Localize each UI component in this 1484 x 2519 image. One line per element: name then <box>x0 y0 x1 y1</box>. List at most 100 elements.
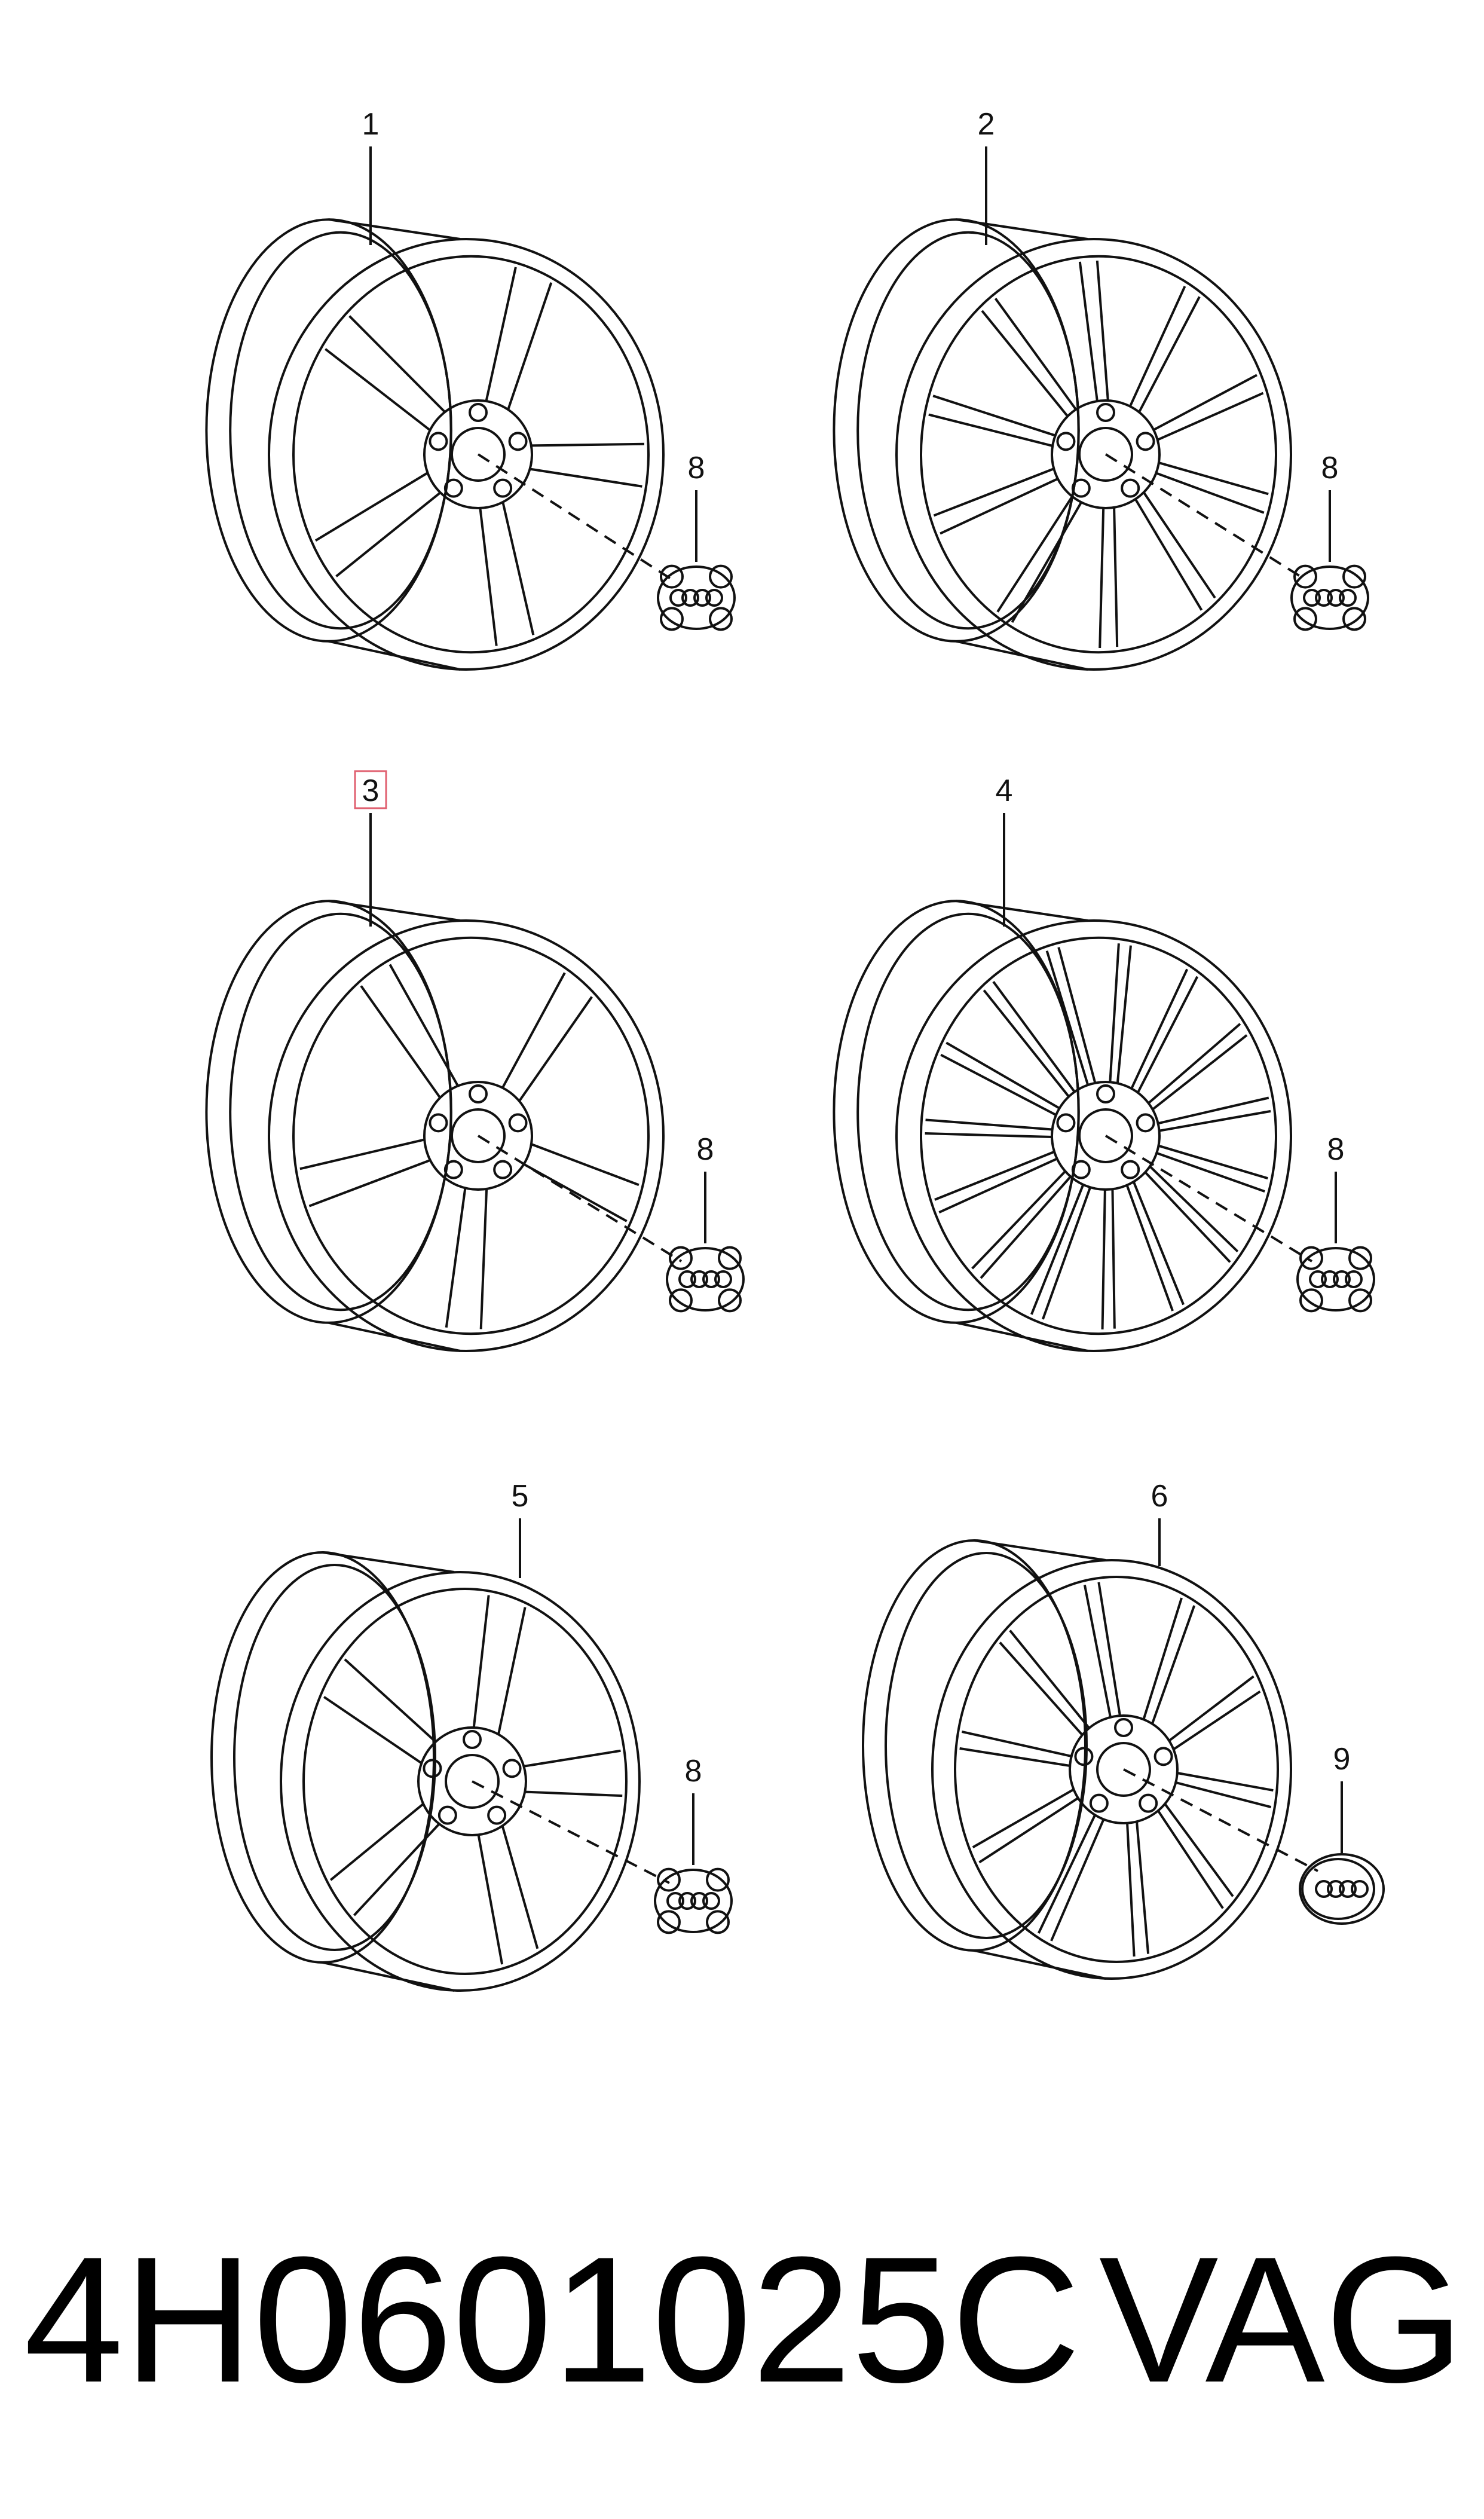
spoke <box>1155 461 1269 514</box>
spoke <box>971 1170 1072 1279</box>
spoke <box>329 1803 440 1916</box>
lug-hole <box>502 1759 522 1778</box>
callout-9: 9 <box>1333 1742 1351 1777</box>
lug-hole <box>429 432 448 451</box>
spoke <box>1130 968 1199 1093</box>
lug-hole <box>469 403 488 422</box>
spoke <box>1157 1803 1234 1909</box>
center-cap-8: 8 <box>1296 1132 1375 1313</box>
rim-face <box>280 1571 641 1992</box>
wheel-4: 48 <box>833 774 1375 1352</box>
spoke <box>1158 1096 1271 1132</box>
dashed-leader <box>477 453 674 581</box>
spoke <box>1144 1165 1239 1263</box>
spoke <box>1134 491 1216 611</box>
four-rings-logo <box>1309 1270 1363 1288</box>
center-bore <box>451 1108 506 1163</box>
center-bore <box>445 1754 500 1809</box>
rim-face <box>268 238 665 671</box>
callout-3: 3 <box>362 774 380 808</box>
spoke <box>928 395 1056 447</box>
spoke <box>934 1150 1058 1213</box>
callout-8: 8 <box>685 1754 702 1789</box>
lug-hole <box>443 1160 463 1179</box>
spoke <box>1078 260 1109 402</box>
callout-6: 6 <box>1151 1479 1168 1514</box>
spoke <box>501 972 593 1102</box>
lug-hole <box>437 1805 457 1825</box>
callout-8: 8 <box>697 1132 714 1167</box>
callout-2: 2 <box>978 107 995 142</box>
wheel-1: 18 <box>205 107 736 671</box>
callout-8: 8 <box>1321 451 1339 485</box>
spoke <box>479 502 535 646</box>
spoke <box>472 1595 527 1735</box>
spoke <box>925 1118 1052 1139</box>
callout-8: 8 <box>688 451 705 485</box>
callout-4: 4 <box>996 774 1013 808</box>
center-bore <box>1078 427 1133 482</box>
spoke <box>1129 286 1201 413</box>
center-cap-8: 8 <box>666 1132 745 1313</box>
spoke <box>999 1630 1090 1736</box>
spoke <box>360 964 459 1099</box>
lug-hole <box>1089 1793 1109 1813</box>
callout-5: 5 <box>512 1479 529 1514</box>
four-rings-logo <box>1315 1880 1369 1898</box>
part-number: 4H0601025C <box>24 2219 1081 2420</box>
spoke <box>981 298 1077 417</box>
spoke <box>1030 1184 1092 1320</box>
brand-name: VAG <box>1099 2219 1464 2420</box>
dashed-leader <box>1123 1768 1318 1872</box>
spoke <box>523 1143 640 1222</box>
spoke <box>1083 1582 1121 1718</box>
center-bore <box>1078 1108 1133 1163</box>
four-rings-logo <box>669 589 723 607</box>
spoke <box>1142 1597 1196 1725</box>
lug-hole <box>1056 432 1076 451</box>
spoke <box>1148 1023 1248 1111</box>
lug-hole <box>1139 1793 1158 1813</box>
lug-hole <box>1136 1113 1155 1133</box>
lug-hole <box>1096 403 1115 422</box>
spoke <box>485 267 553 410</box>
spoke <box>323 1658 437 1765</box>
spoke <box>1175 1772 1274 1809</box>
rim-face <box>268 919 665 1352</box>
spoke <box>996 496 1082 623</box>
spoke <box>299 1138 431 1207</box>
wheel-6: 69 <box>862 1479 1385 1980</box>
dashed-leader <box>477 1135 683 1262</box>
spoke <box>1101 1189 1116 1329</box>
lug-hole <box>508 1113 528 1133</box>
lug-hole <box>508 432 528 451</box>
rim-face <box>931 1559 1292 1980</box>
lug-hole <box>1071 1160 1091 1179</box>
callout-8: 8 <box>1327 1132 1345 1167</box>
spoke <box>1045 947 1097 1086</box>
center-cap-8: 8 <box>657 451 736 631</box>
rim-face <box>895 238 1292 671</box>
lug-hole <box>1121 1160 1140 1179</box>
center-cap-8: 8 <box>654 1754 733 1934</box>
wheel-3: 38 <box>205 770 745 1352</box>
spoke <box>983 981 1076 1098</box>
lug-hole <box>463 1730 482 1749</box>
spoke <box>1109 943 1132 1084</box>
lug-hole <box>487 1805 507 1825</box>
spoke <box>933 467 1058 535</box>
center-cap-8: 8 <box>1290 451 1369 631</box>
center-cap-9: 9 <box>1299 1742 1385 1925</box>
lug-hole <box>1071 478 1091 498</box>
wheel-2: 28 <box>833 107 1369 671</box>
lug-hole <box>443 478 463 498</box>
lug-hole <box>1096 1084 1115 1103</box>
four-rings-logo <box>678 1270 732 1288</box>
footer: 4H0601025C VAG <box>24 2212 1470 2427</box>
spoke <box>1099 507 1119 649</box>
spoke <box>1153 374 1264 441</box>
callout-1: 1 <box>362 107 380 142</box>
lug-hole <box>1114 1718 1133 1737</box>
spoke <box>959 1730 1072 1767</box>
